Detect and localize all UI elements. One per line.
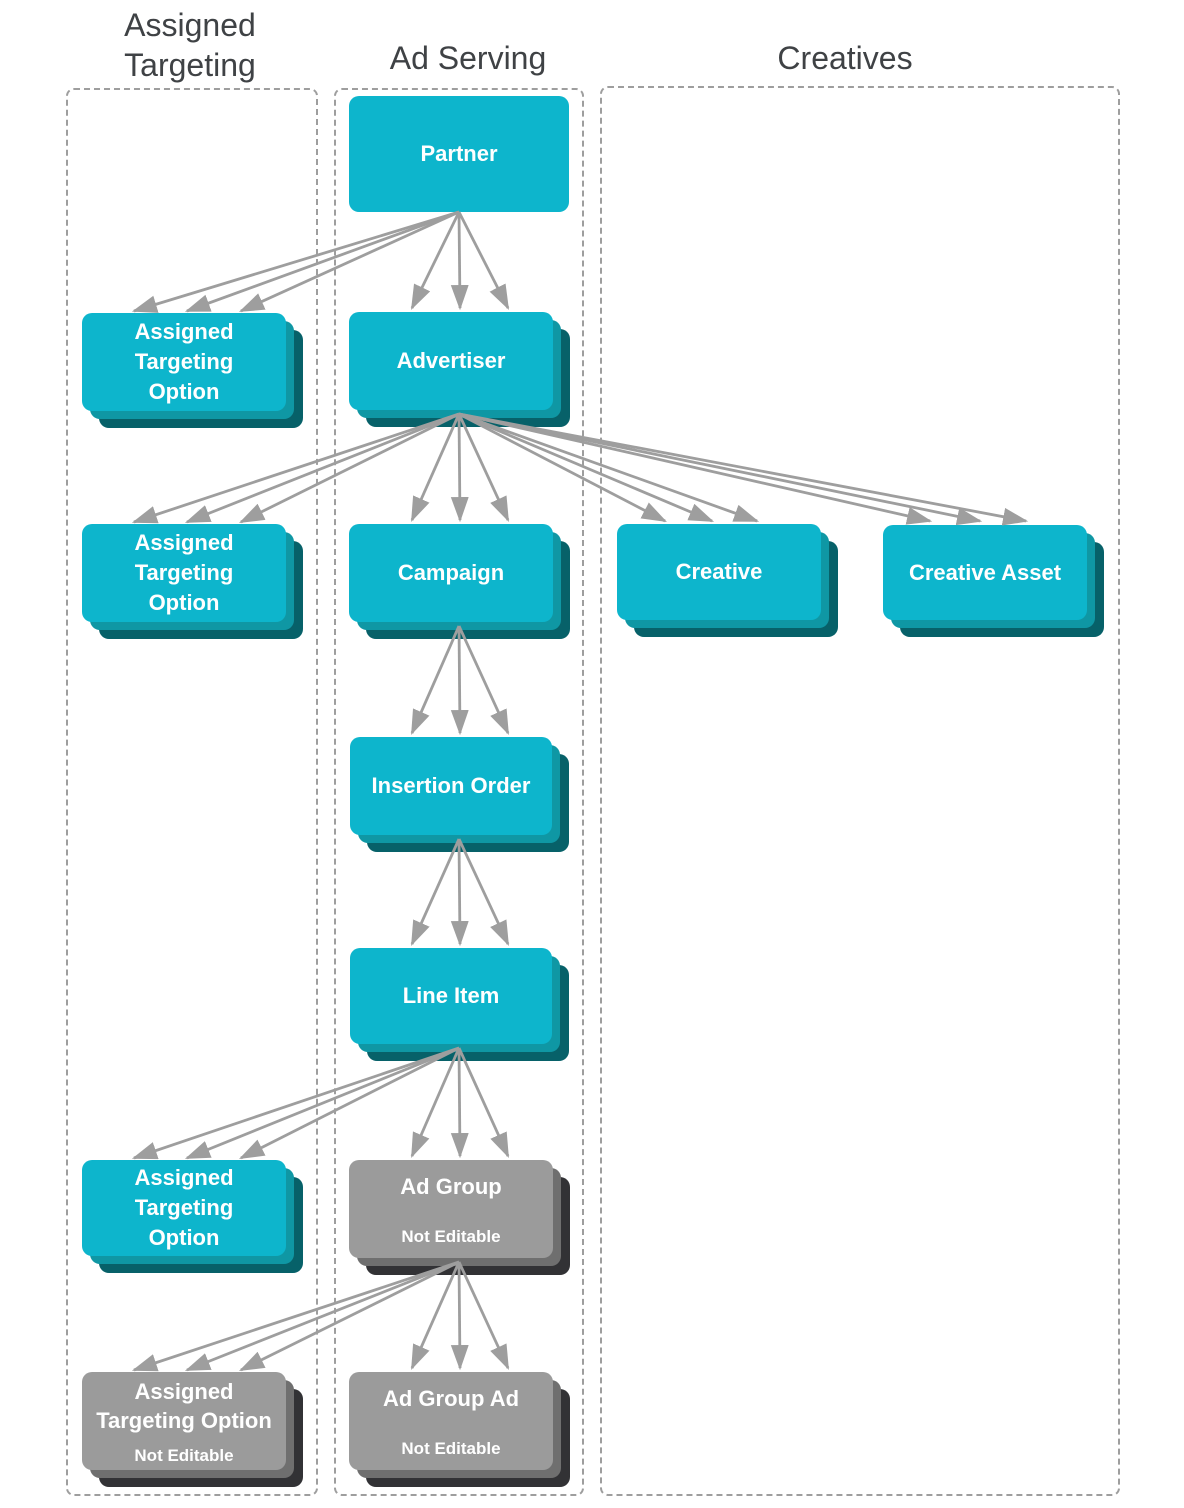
node-creative: Creative (617, 524, 838, 637)
node-label-line: Targeting (134, 1195, 234, 1220)
node-label: Ad Group Ad (383, 1384, 519, 1414)
node-label-line: Campaign (397, 560, 505, 585)
node-label-line: Assigned (134, 1379, 234, 1404)
node-label: Advertiser (397, 346, 506, 376)
node-label: Creative Asset (909, 558, 1061, 588)
node-card: Line Item (350, 948, 552, 1044)
column-title-line: Ad Serving (389, 40, 547, 76)
node-sublabel: Not Editable (401, 1227, 501, 1246)
node-label-line: Targeting (134, 560, 234, 585)
node-label: Insertion Order (372, 771, 531, 801)
node-label-line: Partner (420, 141, 498, 166)
column-title-ad-serving: Ad Serving (390, 38, 547, 78)
node-label-line: Creative Asset (908, 559, 1062, 585)
node-label: Creative (676, 557, 763, 587)
column-ad-serving (334, 88, 584, 1496)
node-card: Creative (617, 524, 821, 620)
node-card: Creative Asset (883, 525, 1087, 620)
node-label-line: Assigned (134, 530, 234, 555)
node-card: Insertion Order (350, 737, 552, 835)
node-card: Campaign (349, 524, 553, 622)
node-label: Line Item (403, 981, 500, 1011)
column-title-line: Assigned (124, 7, 256, 43)
node-label-line: Advertiser (396, 348, 506, 373)
node-campaign: Campaign (349, 524, 570, 639)
node-advertiser: Advertiser (349, 312, 570, 427)
node-partner: Partner (349, 96, 569, 212)
node-sublabel: Not Editable (134, 1446, 234, 1465)
node-label-line: Targeting (134, 349, 234, 374)
node-creative-asset: Creative Asset (883, 525, 1104, 637)
node-label-line: Ad Group (400, 1174, 502, 1199)
column-title-line: Targeting (124, 47, 256, 83)
column-creatives (600, 86, 1120, 1496)
node-insertion-order: Insertion Order (350, 737, 569, 852)
node-label-line: Option (148, 379, 220, 404)
node-card: Advertiser (349, 312, 553, 410)
node-label-line: Assigned (134, 319, 234, 344)
node-label: Ad Group (400, 1172, 501, 1202)
node-label-line: Assigned (134, 1165, 234, 1190)
node-sublabel: Not Editable (401, 1439, 501, 1458)
node-label-line: Creative (675, 559, 763, 584)
node-line-item: Line Item (350, 948, 569, 1061)
node-label-line: Ad Group Ad (382, 1386, 520, 1411)
node-ad-group-ad: Ad Group Ad Not Editable (349, 1372, 570, 1487)
node-card: Ad Group Ad Not Editable (349, 1372, 553, 1470)
column-title-line: Creatives (777, 40, 913, 76)
node-label-line: Targeting Option (96, 1408, 272, 1433)
node-label: Campaign (398, 558, 504, 588)
node-label-line: Option (148, 1225, 220, 1250)
node-card: Partner (349, 96, 569, 212)
node-label: Partner (420, 139, 497, 169)
node-label-line: Insertion Order (371, 773, 531, 798)
column-assigned-targeting (66, 88, 318, 1496)
node-label-line: Line Item (402, 983, 500, 1008)
column-title-creatives: Creatives (777, 38, 912, 78)
node-label-line: Option (148, 590, 220, 615)
